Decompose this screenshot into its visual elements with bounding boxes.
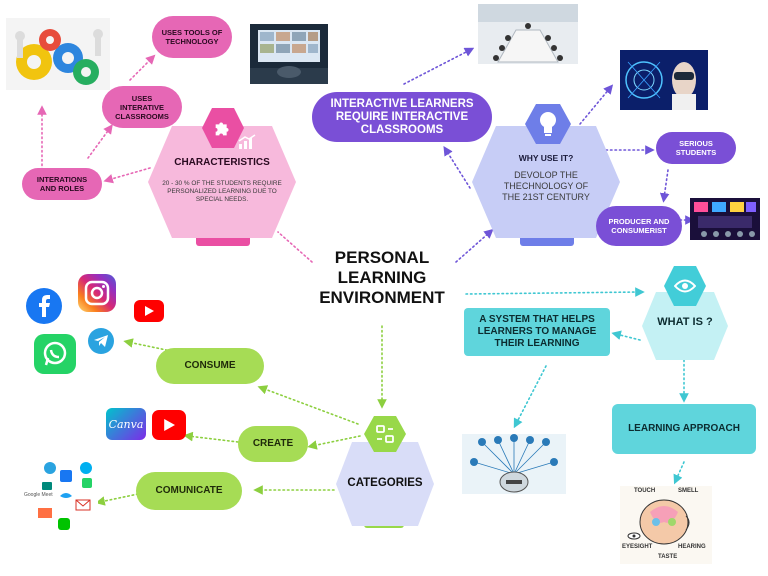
- gears-image: [6, 18, 110, 90]
- connector-central-what: [465, 287, 645, 297]
- hearing-label: HEARING: [678, 544, 706, 550]
- eyesight-label: EYESIGHT: [622, 544, 653, 550]
- telegram-icon: [88, 328, 114, 354]
- digital-brain-network-image: [462, 434, 566, 494]
- connector-classrooms-tools: [129, 54, 156, 81]
- categories-icon: [371, 422, 399, 446]
- uses-classrooms-pill[interactable]: USES INTERATIVE CLASSROOMS: [102, 86, 182, 128]
- instagram-icon: [78, 274, 116, 312]
- connector-categories-consume: [257, 385, 359, 425]
- connector-interations-classrooms: [87, 124, 113, 159]
- connector-categories-create: [307, 435, 361, 450]
- interactive-learners-pill[interactable]: INTERACTIVE LEARNERS REQUIRE INTERACTIVE…: [312, 92, 492, 142]
- connector-why-vr: [579, 84, 614, 125]
- why-title: WHY USE IT?: [518, 153, 574, 163]
- virtual-reality-image: [620, 50, 708, 110]
- learning-approach-box[interactable]: LEARNING APPROACH: [612, 404, 756, 454]
- youtube-icon: [134, 300, 164, 322]
- why-description: DEVOLOP THE THECHNOLOGY OF THE 21ST CENT…: [502, 170, 590, 202]
- google-meet-label: Google Meet: [24, 492, 53, 498]
- characteristics-title: CHARACTERISTICS: [174, 156, 270, 168]
- taste-label: TASTE: [658, 554, 678, 560]
- serious-students-pill[interactable]: SERIOUS STUDENTS: [656, 132, 736, 164]
- eye-icon: [670, 274, 700, 298]
- touch-label: TOUCH: [634, 488, 656, 494]
- categories-title: CATEGORIES: [347, 477, 423, 489]
- create-pill[interactable]: CREATE: [238, 426, 308, 462]
- system-helps-learners-box[interactable]: A SYSTEM THAT HELPS LEARNERS TO MANAGE T…: [464, 308, 610, 356]
- connector-interactive-conference: [403, 47, 475, 85]
- connector-approach-senses: [673, 461, 685, 485]
- characteristics-description: 20 - 30 % OF THE STUDENTS REQUIRE PERSON…: [162, 180, 282, 203]
- connector-system-network: [513, 365, 547, 429]
- performance-stage-image: [690, 198, 760, 240]
- canva-icon: Canva: [106, 408, 146, 440]
- connector-serious-producer: [659, 169, 670, 203]
- what-title: WHAT IS ?: [657, 316, 713, 328]
- connector-consume-social: [123, 338, 177, 353]
- puzzle-icon: [208, 114, 238, 142]
- interations-roles-pill[interactable]: INTERATIONS AND ROLES: [22, 168, 102, 200]
- connector-why-interactive: [443, 145, 471, 189]
- communication-apps-cluster: Google Meet: [18, 460, 98, 536]
- lightbulb-icon: [533, 108, 563, 140]
- uses-tools-pill[interactable]: USES TOOLS OF TECHNOLOGY: [152, 16, 232, 58]
- connector-comunicate-apps: [95, 493, 139, 506]
- facebook-icon: [26, 288, 62, 324]
- video-meeting-image: [250, 24, 328, 84]
- connector-char-interations: [103, 167, 151, 184]
- whatsapp-icon: [34, 334, 76, 374]
- connector-what-system: [611, 330, 641, 341]
- producer-consumerist-pill[interactable]: PRODUCER AND CONSUMERIST: [596, 206, 682, 246]
- central-title: PERSONAL LEARNING ENVIRONMENT: [319, 248, 445, 307]
- growth-chart-icon: [236, 132, 258, 152]
- connector-producer-why: [584, 199, 603, 213]
- smell-label: SMELL: [678, 488, 699, 494]
- connector-create-apps: [183, 431, 239, 443]
- comunicate-pill[interactable]: COMUNICATE: [136, 472, 242, 510]
- conference-room-image: [478, 4, 578, 64]
- consume-pill[interactable]: CONSUME: [156, 348, 264, 384]
- youtube-create-icon: [152, 410, 186, 440]
- senses-brain-image: TOUCH SMELL EYESIGHT HEARING TASTE: [620, 486, 712, 564]
